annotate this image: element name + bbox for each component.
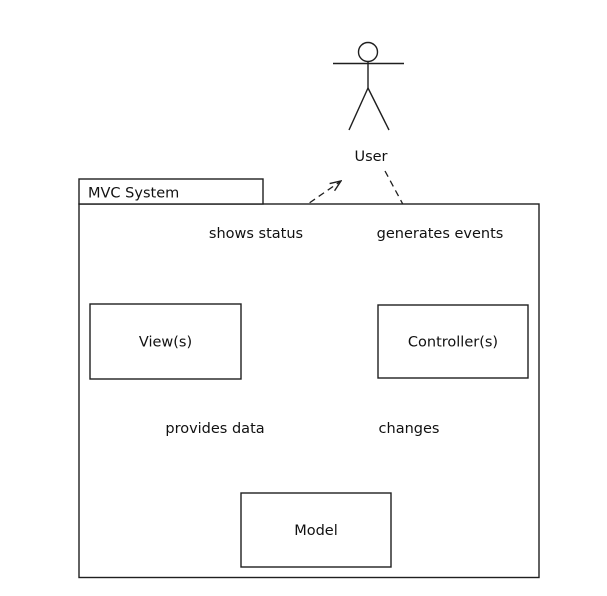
edge-label-generates-events: generates events xyxy=(377,226,504,242)
model-box xyxy=(240,492,392,568)
controller-box xyxy=(377,304,529,379)
controller-label: Controller(s) xyxy=(408,335,498,351)
edge-label-changes: changes xyxy=(379,421,440,437)
actor-right-leg xyxy=(367,87,390,131)
package-tab xyxy=(78,178,264,205)
user-actor-label: User xyxy=(354,149,387,165)
actor-left-leg xyxy=(348,87,369,131)
node-model: Model xyxy=(240,492,392,568)
view-box xyxy=(89,303,242,380)
node-view: View(s) xyxy=(89,303,242,380)
edge-label-shows-status: shows status xyxy=(209,226,303,242)
model-label: Model xyxy=(294,523,338,539)
node-controller: Controller(s) xyxy=(377,304,529,379)
actor-head xyxy=(357,41,379,63)
view-label: View(s) xyxy=(139,335,192,351)
user-actor-icon xyxy=(333,41,404,131)
edge-label-provides-data: provides data xyxy=(165,421,264,437)
package-title: MVC System xyxy=(88,186,179,202)
